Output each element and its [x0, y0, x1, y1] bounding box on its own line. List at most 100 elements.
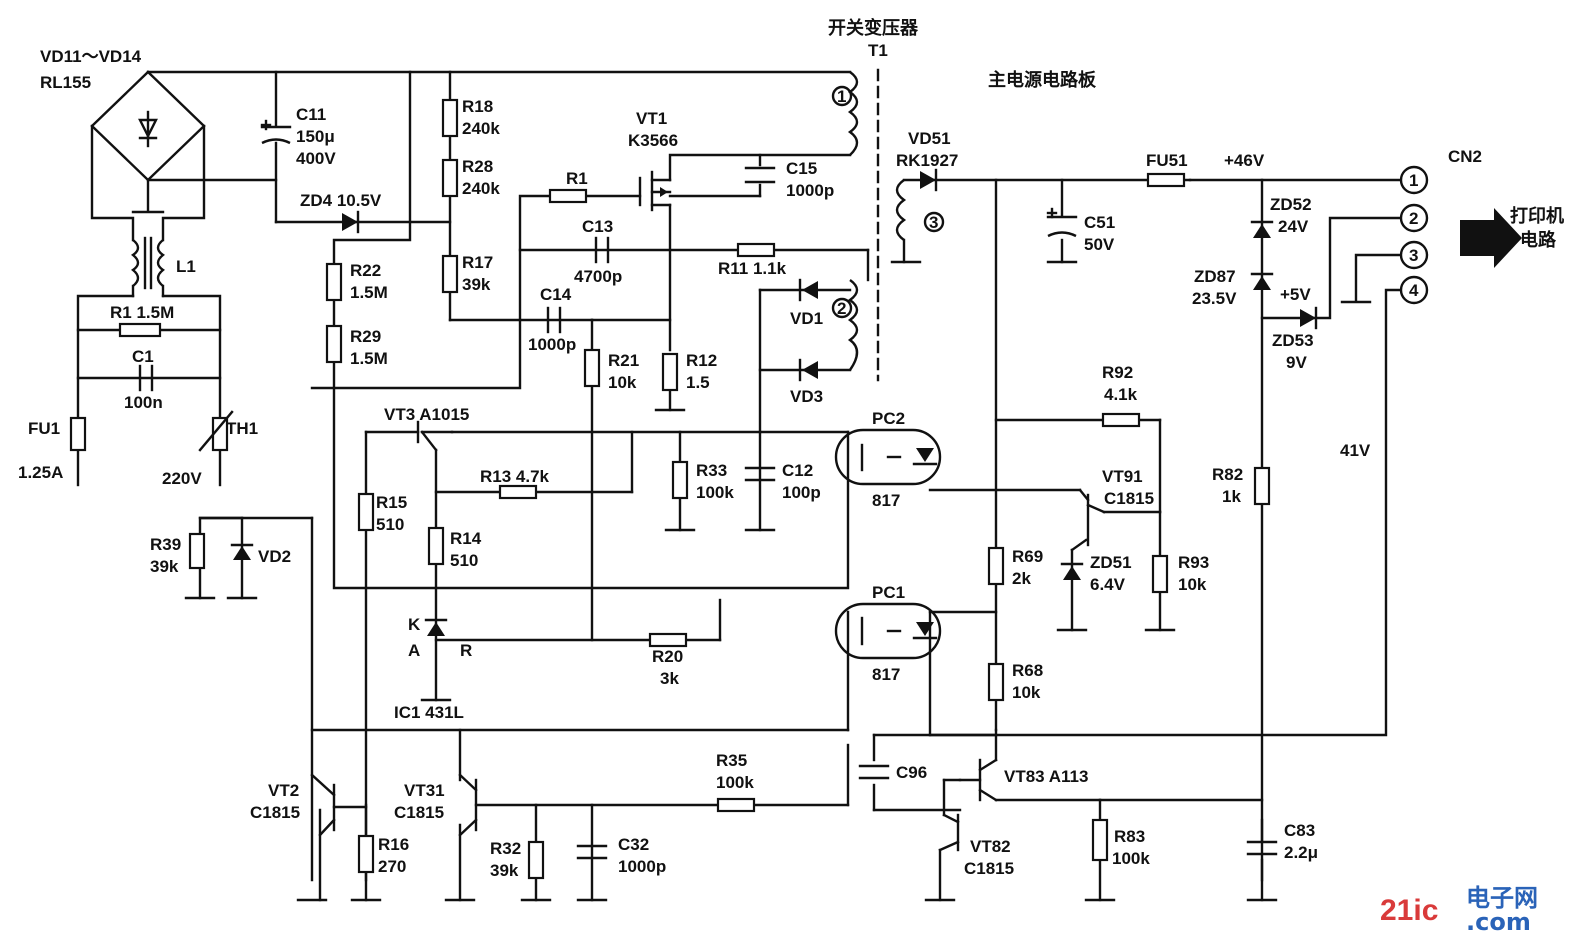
- label-vt82-part: C1815: [964, 859, 1014, 878]
- label-5v: +5V: [1280, 285, 1311, 304]
- label-c11-val1: 150μ: [296, 127, 335, 146]
- label-c12-val: 100p: [782, 483, 821, 502]
- label-vt91: VT91: [1102, 467, 1143, 486]
- label-vt91-part: C1815: [1104, 489, 1154, 508]
- label-r68-val: 10k: [1012, 683, 1041, 702]
- l1-choke: [131, 236, 165, 290]
- transformer-t1: [847, 68, 907, 382]
- label-r82: R82: [1212, 465, 1243, 484]
- label-fu1-val: 1.25A: [18, 463, 63, 482]
- label-vt2: VT2: [268, 781, 299, 800]
- label-r35-val: 100k: [716, 773, 754, 792]
- label-r28-val: 240k: [462, 179, 500, 198]
- label-r28: R28: [462, 157, 493, 176]
- label-vd2: VD2: [258, 547, 291, 566]
- label-vt31: VT31: [404, 781, 445, 800]
- label-zd51: ZD51: [1090, 553, 1132, 572]
- transformer-title: 开关变压器: [828, 17, 919, 39]
- watermark-21ic: 21ic: [1380, 894, 1438, 927]
- label-pc2-part: 817: [872, 491, 900, 510]
- winding-1-label: 1: [837, 87, 846, 106]
- resistors: [69, 98, 1271, 880]
- winding-2-marker: [831, 297, 853, 319]
- diodes: [230, 168, 1318, 636]
- label-c14-val: 1000p: [528, 335, 576, 354]
- label-r21-val: 10k: [608, 373, 637, 392]
- label-r32-val: 39k: [490, 861, 519, 880]
- label-c11: C11: [296, 105, 326, 124]
- label-r18-val: 240k: [462, 119, 500, 138]
- label-r69: R69: [1012, 547, 1043, 566]
- label-r29: R29: [350, 327, 381, 346]
- label-fu1: FU1: [28, 419, 60, 438]
- bridge-rectifier: [138, 110, 158, 148]
- label-c12: C12: [782, 461, 813, 480]
- label-a: A: [408, 641, 420, 660]
- label-r11: R11 1.1k: [718, 259, 787, 278]
- label-pc2: PC2: [872, 409, 905, 428]
- label-vt1: VT1: [636, 109, 667, 128]
- pin-2: 2: [1409, 209, 1418, 228]
- label-r17: R17: [462, 253, 493, 272]
- winding-2-label: 2: [837, 299, 846, 318]
- pin-4: 4: [1409, 281, 1419, 300]
- label-pc1: PC1: [872, 583, 905, 602]
- label-c14: C14: [540, 285, 572, 304]
- label-k: K: [408, 615, 421, 634]
- label-c1: C1: [132, 347, 154, 366]
- optocouplers: [834, 428, 942, 660]
- label-zd52: ZD52: [1270, 195, 1312, 214]
- winding-1-marker: [831, 85, 853, 107]
- label-vt83: VT83 A113: [1004, 767, 1088, 786]
- label-zd87-val: 23.5V: [1192, 289, 1237, 308]
- label-r20: R20: [652, 647, 683, 666]
- label-r13: R13 4.7k: [480, 467, 550, 486]
- label-c83-val: 2.2μ: [1284, 843, 1318, 862]
- label-r92: R92: [1102, 363, 1133, 382]
- label-c83: C83: [1284, 821, 1315, 840]
- label-r82-val: 1k: [1222, 487, 1241, 506]
- label-vt1-part: K3566: [628, 131, 678, 150]
- label-220v: 220V: [162, 469, 202, 488]
- label-vt2-part: C1815: [250, 803, 300, 822]
- label-r14: R14: [450, 529, 482, 548]
- label-zd53-val: 9V: [1286, 353, 1307, 372]
- label-r22: R22: [350, 261, 381, 280]
- label-r93: R93: [1178, 553, 1209, 572]
- capacitors: [138, 119, 1278, 860]
- label-c15-val: 1000p: [786, 181, 834, 200]
- transistors: [310, 170, 1106, 852]
- label-c51-val: 50V: [1084, 235, 1115, 254]
- label-r39-val: 39k: [150, 557, 179, 576]
- label-r18: R18: [462, 97, 493, 116]
- label-printer-2: 电路: [1520, 229, 1557, 251]
- label-fu51: FU51: [1146, 151, 1188, 170]
- label-bridge-name: VD11～VD14: [40, 47, 142, 66]
- thermistor-th1: [198, 410, 234, 452]
- label-c51: C51: [1084, 213, 1115, 232]
- label-t1: T1: [868, 41, 888, 60]
- label-r1b: R1: [566, 169, 588, 188]
- winding-3-marker: [923, 211, 945, 233]
- label-zd53: ZD53: [1272, 331, 1314, 350]
- label-zd4: ZD4 10.5V: [300, 191, 382, 210]
- label-r15-val: 510: [376, 515, 404, 534]
- label-c32: C32: [618, 835, 649, 854]
- label-vd51-part: RK1927: [896, 151, 958, 170]
- label-r-pin: R: [460, 641, 472, 660]
- label-r20-val: 3k: [660, 669, 679, 688]
- label-ic1: IC1 431L: [394, 703, 464, 722]
- label-41v: 41V: [1340, 441, 1371, 460]
- label-r16-val: 270: [378, 857, 406, 876]
- label-r93-val: 10k: [1178, 575, 1207, 594]
- ground-symbols: [184, 260, 1278, 902]
- label-zd87: ZD87: [1194, 267, 1236, 286]
- label-printer: 打印机: [1510, 205, 1564, 227]
- label-46v: +46V: [1224, 151, 1265, 170]
- component-labels: 开关变压器 T1 主电源电路板 VD11～VD14 RL155 C11 150μ…: [18, 17, 1564, 880]
- label-c13: C13: [582, 217, 613, 236]
- label-vd51: VD51: [908, 129, 951, 148]
- label-c1-val: 100n: [124, 393, 163, 412]
- label-r92-val: 4.1k: [1104, 385, 1138, 404]
